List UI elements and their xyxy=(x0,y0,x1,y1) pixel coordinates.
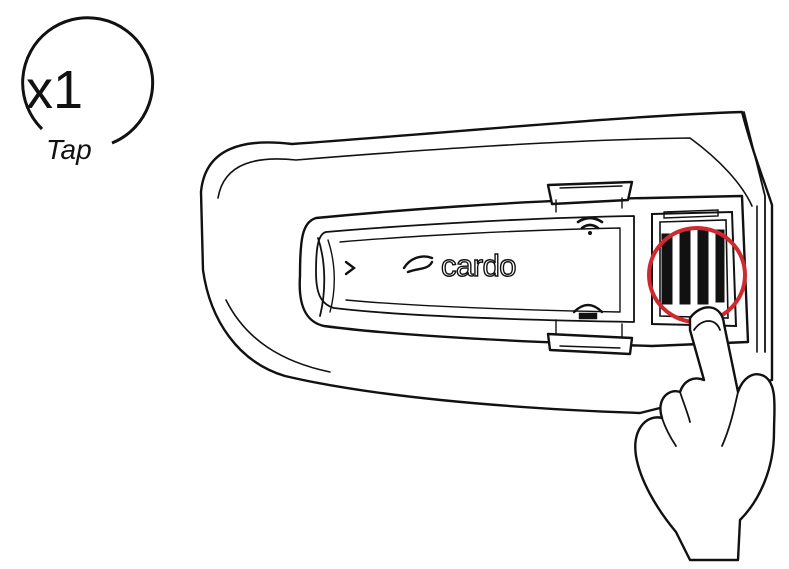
device-shell-lower-edge xyxy=(225,299,331,373)
tap-count-badge: x1 Tap xyxy=(21,16,155,165)
finger-nail xyxy=(693,320,721,331)
bottom-clip-detail xyxy=(555,319,623,349)
badge-ring xyxy=(21,16,155,145)
jog-dial-top-bar xyxy=(663,209,719,219)
knuckle-crease xyxy=(661,417,677,447)
control-panel-bezel xyxy=(315,215,635,323)
jog-dial-rib xyxy=(679,229,691,305)
phone-handset-icon xyxy=(572,303,604,320)
badge-count-text: x1 xyxy=(26,60,83,120)
jog-dial-housing-inner xyxy=(659,219,729,319)
left-channel-2 xyxy=(327,239,335,313)
jog-dial-rib xyxy=(715,229,725,303)
jog-dial-rib xyxy=(697,227,709,305)
cardo-logo-icon xyxy=(402,255,434,274)
pointing-hand xyxy=(634,306,776,562)
bottom-clip xyxy=(546,332,634,356)
control-panel-frame xyxy=(298,194,750,348)
control-panel-face xyxy=(339,227,621,313)
device-side-edge xyxy=(743,111,766,353)
top-clip-detail xyxy=(555,185,623,213)
panel-icons xyxy=(344,216,604,320)
hand-outline xyxy=(634,306,776,562)
knuckle-crease-2 xyxy=(679,391,691,423)
brand-wordmark: cardo xyxy=(441,248,516,283)
top-clip xyxy=(546,180,634,206)
cardo-brand: cardo xyxy=(402,247,517,284)
left-channel xyxy=(317,237,326,317)
device-shell-inner xyxy=(217,137,753,207)
thumb-line xyxy=(721,391,739,447)
chevron-right-icon xyxy=(344,260,356,276)
badge-action-text: Tap xyxy=(46,134,92,165)
wireless-signal-icon xyxy=(576,216,604,235)
intercom-device xyxy=(199,110,774,415)
jog-dial-rib xyxy=(661,233,673,305)
